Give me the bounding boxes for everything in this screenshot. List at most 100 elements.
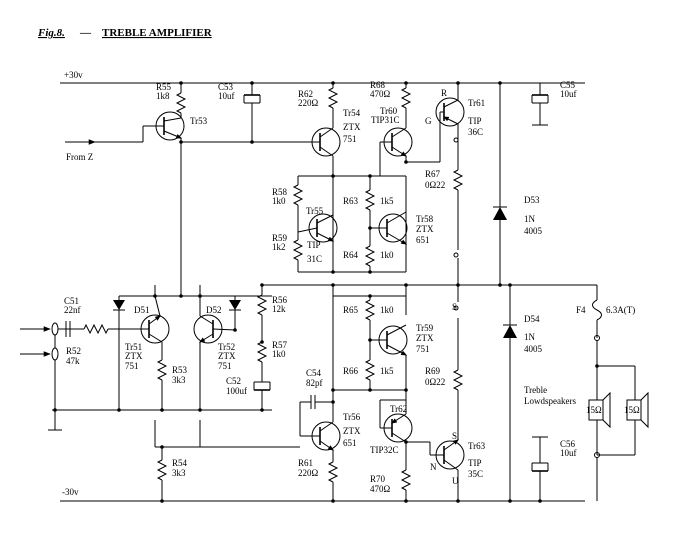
tr63-pin-u: U xyxy=(452,476,459,486)
c56-value: 10uf xyxy=(560,448,577,458)
d51-ref: D51 xyxy=(134,305,150,315)
r54-ref: R54 xyxy=(172,458,188,468)
r56-ref: R56 xyxy=(272,295,288,305)
tr53-ref: Tr53 xyxy=(190,116,208,126)
r67-value: 0Ω22 xyxy=(425,180,445,190)
c53-value: 10uf xyxy=(218,91,235,101)
tr61-pin-r: R xyxy=(441,88,447,98)
speaker-2-label: 15Ω xyxy=(624,405,640,415)
c51-value: 22nf xyxy=(64,305,81,315)
transistor-tr51: Tr51 ZTX 751 xyxy=(125,295,170,371)
r64-value: 1k0 xyxy=(380,250,394,260)
transistor-tr59: Tr59 ZTX 751 xyxy=(370,323,434,390)
tr61-ref: Tr61 xyxy=(468,98,485,108)
r64-ref: R64 xyxy=(343,250,359,260)
resistor-r63: R63 1k5 xyxy=(343,176,394,228)
r59-ref: R59 xyxy=(272,233,288,243)
f4-ref: F4 xyxy=(576,305,586,315)
rail-negative-label: -30v xyxy=(62,487,79,497)
tr56-ref: Tr56 xyxy=(343,412,361,422)
diode-d52: D52 xyxy=(206,296,241,330)
tr63-type: TIP xyxy=(468,458,482,468)
r52-ref: R52 xyxy=(66,346,81,356)
tr52-type: ZTX xyxy=(218,351,236,361)
capacitor-c54: C54 82pf xyxy=(299,368,333,436)
tr56-type: ZTX xyxy=(343,426,361,436)
r68-ref: R68 xyxy=(370,80,386,90)
speaker-1-label: 15Ω xyxy=(586,405,602,415)
d53-ref: D53 xyxy=(524,195,540,205)
r67-ref: R67 xyxy=(425,169,441,179)
figure-name: TREBLE AMPLIFIER xyxy=(102,27,213,39)
r63-ref: R63 xyxy=(343,196,359,206)
r61-ref: R61 xyxy=(298,458,313,468)
tr59-type: ZTX xyxy=(416,333,434,343)
resistor-r55: R55 1k8 xyxy=(156,82,187,118)
d53-type: 1N xyxy=(524,214,536,224)
r65-ref: R65 xyxy=(343,305,359,315)
r53-ref: R53 xyxy=(172,365,188,375)
r61-value: 220Ω xyxy=(298,468,319,478)
tr63-part: 35C xyxy=(468,469,483,479)
r69-ref: R69 xyxy=(425,366,441,376)
resistor-r62: R62 220Ω xyxy=(298,83,339,128)
tr55-part: 31C xyxy=(307,254,322,264)
c55-value: 10uf xyxy=(560,89,577,99)
tr51-part: 751 xyxy=(125,361,139,371)
tr62-ref: Tr62 xyxy=(390,404,407,414)
resistor-r70: R70 470Ω xyxy=(370,469,412,501)
r62-value: 220Ω xyxy=(298,98,319,108)
r58-value: 1k0 xyxy=(272,196,286,206)
supply-rails: +30v -30v xyxy=(52,70,597,502)
resistor-r67: R67 0Ω22 xyxy=(425,169,464,285)
tr51-ref: Tr51 xyxy=(125,342,142,352)
f4-value: 6.3A(T) xyxy=(606,305,635,315)
capacitor-c56: C56 10uf xyxy=(531,436,577,501)
title-dash: — xyxy=(79,27,92,39)
speakers-label-2: Lowdspeakers xyxy=(524,396,576,406)
r59-value: 1k2 xyxy=(272,242,286,252)
transistor-tr60: Tr60 TIP31C xyxy=(371,106,440,176)
tr58-type: ZTX xyxy=(416,224,434,234)
input-resistor xyxy=(83,323,109,335)
capacitor-c53: C53 10uf xyxy=(181,82,320,143)
r66-ref: R66 xyxy=(343,366,359,376)
tr52-ref: Tr52 xyxy=(218,342,235,352)
transistor-tr55: Tr55 TIP 31C xyxy=(297,206,338,264)
c56-ref: C56 xyxy=(560,439,576,449)
r58-ref: R58 xyxy=(272,187,288,197)
tr58-ref: Tr58 xyxy=(416,214,434,224)
input-label: From Z xyxy=(66,152,93,162)
tr56-part: 651 xyxy=(343,438,357,448)
r70-value: 470Ω xyxy=(370,484,391,494)
c53-ref: C53 xyxy=(218,82,234,92)
tr60-ref: Tr60 xyxy=(380,106,398,116)
r62-ref: R62 xyxy=(298,89,313,99)
r69-value: 0Ω22 xyxy=(425,377,445,387)
d53-part: 4005 xyxy=(524,226,543,236)
transistor-tr52: Tr52 ZTX 751 xyxy=(193,296,236,410)
input-jack-2 xyxy=(20,347,59,361)
d54-part: 4005 xyxy=(524,344,543,354)
tr51-type: ZTX xyxy=(125,351,143,361)
transistor-tr56: Tr56 ZTX 651 xyxy=(300,390,361,462)
tr63-ref: Tr63 xyxy=(468,441,486,451)
r55-value: 1k8 xyxy=(156,91,170,101)
d54-type: 1N xyxy=(524,332,536,342)
r57-ref: R57 xyxy=(272,340,288,350)
resistor-r53: R53 3k3 xyxy=(156,359,188,410)
r66-value: 1k5 xyxy=(380,366,394,376)
tr54-part: 751 xyxy=(343,134,357,144)
c52-ref: C52 xyxy=(226,376,241,386)
tr63-pin-s: S xyxy=(452,431,457,441)
r56-value: 12k xyxy=(272,304,286,314)
resistor-r59: R59 1k2 xyxy=(272,232,304,265)
d54-ref: D54 xyxy=(524,314,540,324)
tr59-ref: Tr59 xyxy=(416,323,434,333)
r52-value: 47k xyxy=(66,356,80,366)
capacitor-c52: C52 100uf xyxy=(226,376,271,410)
figure-number: Fig.8. xyxy=(37,27,65,39)
tr62-part: TIP32C xyxy=(370,445,399,455)
r65-value: 1k0 xyxy=(380,305,394,315)
